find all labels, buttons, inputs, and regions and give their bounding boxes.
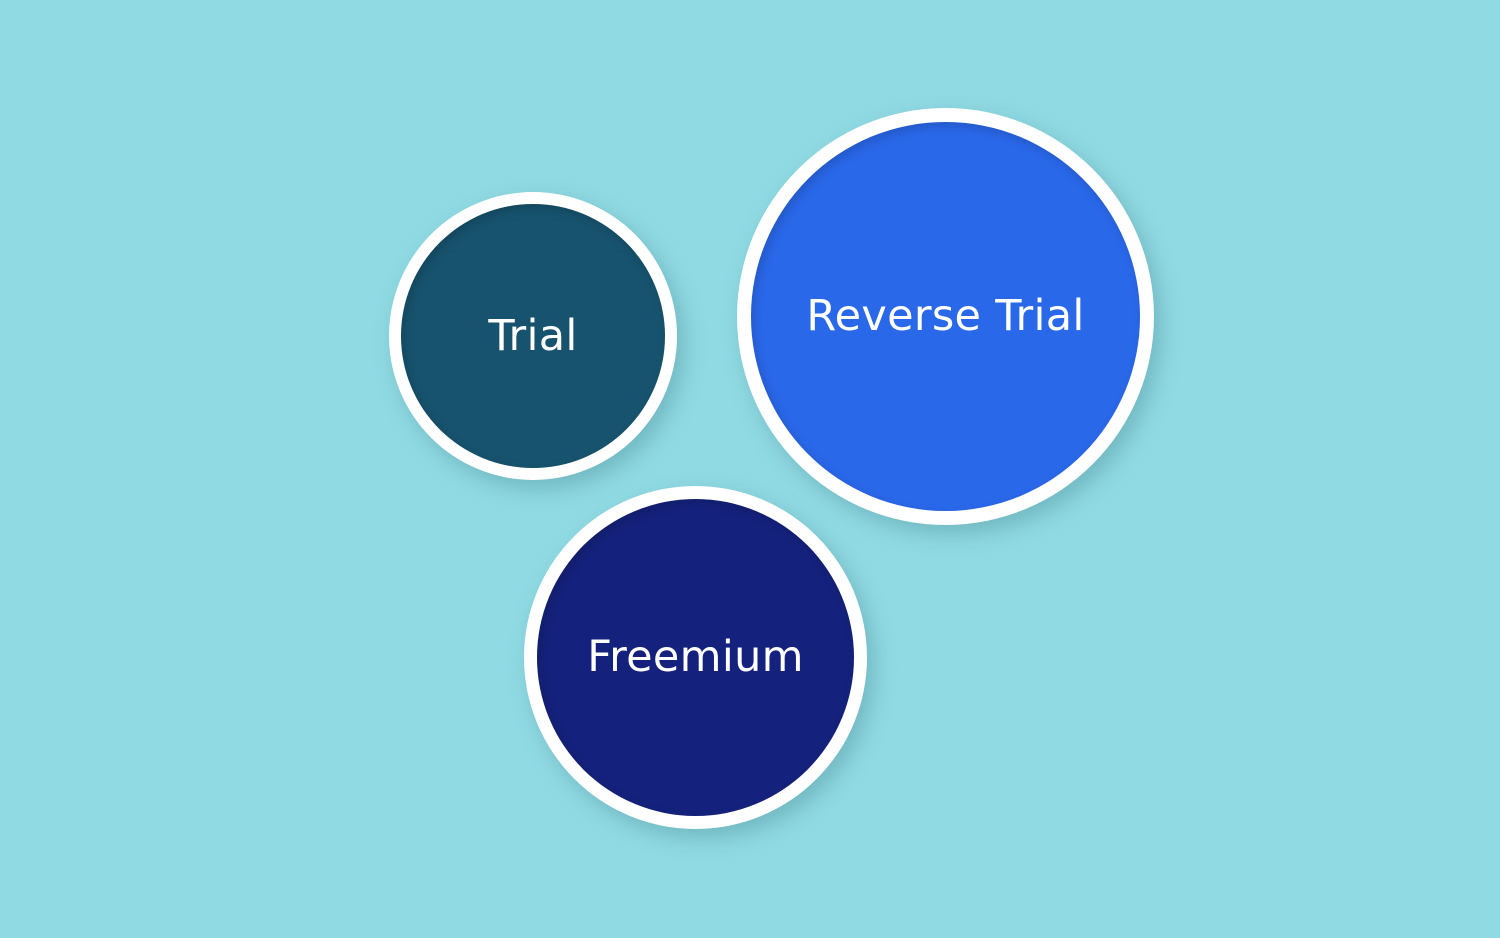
bubble-trial-disc: Trial: [401, 204, 665, 468]
bubble-trial-label: Trial: [488, 310, 578, 361]
bubble-trial[interactable]: Trial: [389, 192, 677, 480]
bubble-freemium-disc: Freemium: [537, 499, 854, 816]
bubble-reverse-trial[interactable]: Reverse Trial: [737, 108, 1154, 525]
bubble-reverse-trial-disc: Reverse Trial: [751, 122, 1140, 511]
bubble-reverse-trial-label: Reverse Trial: [806, 291, 1085, 341]
bubble-freemium-label: Freemium: [587, 632, 804, 682]
bubble-freemium[interactable]: Freemium: [524, 486, 867, 829]
